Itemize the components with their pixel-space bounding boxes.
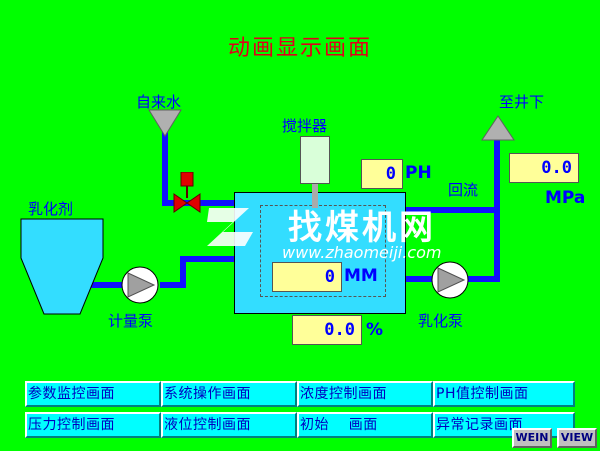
mixer-shaft <box>312 184 318 208</box>
pressure-display: 0.0 <box>509 153 579 183</box>
screen-title: 动画显示画面 <box>227 36 372 61</box>
mixer-label: 搅拌器 <box>282 117 328 135</box>
watermark-text: 找煤机网 <box>288 208 436 248</box>
emulsifier-hopper-icon <box>20 218 104 315</box>
ph-unit: PH <box>405 163 432 183</box>
to-well-label: 至井下 <box>499 93 545 111</box>
nav-system-operation-button[interactable]: 系统操作画面 <box>161 381 297 407</box>
metering-pipe-a <box>160 282 184 288</box>
nav-level-control-button[interactable]: 液位控制画面 <box>161 412 297 438</box>
nav-concentration-control-button[interactable]: 浓度控制画面 <box>297 381 433 407</box>
nav-ph-control-button[interactable]: PH值控制画面 <box>433 381 575 407</box>
ph-display: 0 <box>361 159 403 189</box>
pump-outlet-pipe <box>466 276 500 282</box>
emulsifier-pipe <box>90 282 122 288</box>
metering-pipe-b <box>180 256 238 262</box>
metering-pipe-rise <box>180 256 186 288</box>
tank-level-frame <box>260 205 386 297</box>
return-flow-label: 回流 <box>448 181 479 199</box>
level-unit: MM <box>344 266 378 286</box>
outlet-pipe-vertical <box>494 138 500 278</box>
water-inlet-pipe-vertical <box>162 132 168 204</box>
water-source-label: 自来水 <box>136 93 182 111</box>
tank-outlet-pipe <box>404 276 434 282</box>
watermark-logo-icon <box>207 208 253 246</box>
wein-button[interactable]: WEIN <box>512 428 552 448</box>
nav-initial-screen-button[interactable]: 初始 画面 <box>297 412 433 438</box>
nav-alarm-record-button[interactable]: 异常记录画面 <box>433 412 575 438</box>
metering-pump-icon[interactable] <box>118 265 162 305</box>
nav-pressure-control-button[interactable]: 压力控制画面 <box>25 412 161 438</box>
water-inlet-arrow-icon <box>148 109 182 137</box>
watermark-url: www.zhaomeiji.com <box>282 243 442 262</box>
emulsion-pump-label: 乳化泵 <box>418 312 464 330</box>
level-display: 0 <box>272 262 342 292</box>
metering-pump-label: 计量泵 <box>108 312 154 330</box>
return-pipe <box>405 207 497 213</box>
inlet-valve-icon[interactable] <box>172 172 204 216</box>
nav-parameter-monitor-button[interactable]: 参数监控画面 <box>25 381 161 407</box>
view-button[interactable]: VIEW <box>557 428 597 448</box>
well-outlet-arrow-icon <box>481 115 515 141</box>
concentration-unit: % <box>366 320 384 340</box>
emulsifier-label: 乳化剂 <box>28 200 74 218</box>
mixer-motor <box>300 136 330 184</box>
emulsion-pump-icon[interactable] <box>428 260 472 300</box>
pressure-unit: MPa <box>545 188 586 208</box>
mixing-tank <box>234 192 406 314</box>
concentration-display: 0.0 <box>292 315 362 345</box>
